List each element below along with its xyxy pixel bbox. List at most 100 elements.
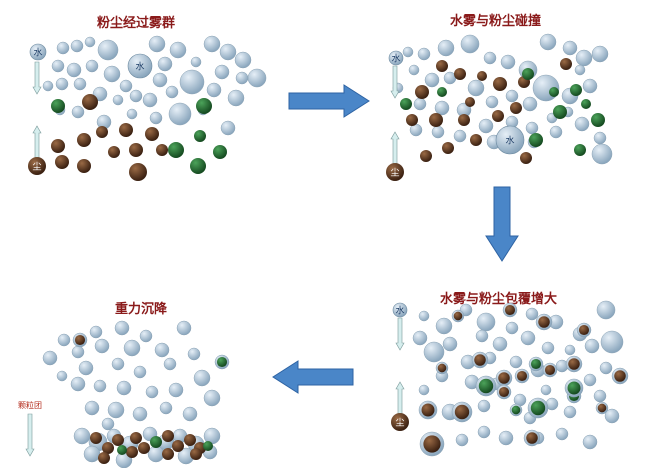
water-tag-bubble [388, 50, 404, 66]
water-droplet [435, 317, 453, 335]
dust-core-green [216, 356, 228, 368]
dust-core [423, 435, 441, 453]
dust-particle [130, 432, 142, 444]
dust-core [421, 403, 435, 417]
dust-particle-green [194, 130, 206, 142]
water-tag-center-bubble [495, 125, 525, 155]
dust-particle-green [529, 133, 543, 147]
dust-particle-green [549, 87, 559, 97]
dust-direction-arrow [390, 131, 400, 165]
water-droplet [73, 427, 91, 445]
water-droplet [179, 69, 205, 95]
dust-core [568, 358, 580, 370]
water-droplet [152, 72, 168, 88]
dust-tag: 尘 [32, 162, 41, 173]
water-droplet [522, 96, 538, 112]
dust-particle-green [190, 158, 206, 174]
water-droplet [431, 125, 445, 139]
particle-diagram [25, 320, 230, 468]
water-droplet [168, 102, 192, 126]
water-droplet [66, 62, 82, 78]
water-droplet [549, 125, 563, 139]
water-droplet [114, 320, 130, 336]
water-droplet [42, 350, 58, 366]
dust-particle [145, 127, 159, 141]
water-droplet [555, 427, 569, 441]
water-direction-arrow [32, 61, 42, 95]
water-droplet [562, 40, 578, 56]
dust-particle-green [591, 113, 605, 127]
water-droplet [148, 35, 166, 53]
water-droplet [89, 325, 103, 339]
dust-tag: 尘 [395, 418, 404, 429]
water-droplet [123, 339, 141, 357]
water-droplet [455, 433, 469, 447]
water-droplet [477, 399, 491, 413]
water-droplet [73, 77, 87, 91]
dust-particle [520, 152, 532, 164]
water-droplet [159, 401, 173, 415]
panel-mist-dust-collision: 水雾与粉尘碰撞 水水尘 [380, 0, 652, 200]
water-droplet [498, 430, 514, 446]
dust-particle-green [196, 98, 212, 114]
water-droplet [142, 92, 158, 108]
water-droplet [227, 89, 245, 107]
dust-core [597, 403, 607, 413]
water-droplet [94, 338, 110, 354]
water-droplet [417, 47, 431, 61]
dust-particle-green [213, 145, 227, 159]
water-droplet [119, 79, 133, 93]
water-droplet [437, 39, 455, 57]
dust-particle-green [203, 441, 213, 451]
dust-particle [77, 159, 91, 173]
dust-core-green [530, 358, 542, 370]
water-droplet [176, 320, 192, 336]
dust-core [614, 370, 626, 382]
water-droplet [600, 330, 624, 354]
water-droplet [163, 357, 177, 371]
dust-core-green [511, 405, 521, 415]
dust-particle [493, 77, 507, 91]
water-tag: 水 [33, 47, 42, 59]
water-droplet [408, 64, 420, 76]
water-droplet [483, 51, 497, 65]
water-droplet [78, 360, 94, 376]
dust-particle-green [574, 144, 586, 156]
water-droplet [71, 105, 85, 119]
arrow-right-icon [288, 84, 370, 118]
water-droplet [509, 355, 523, 369]
water-droplet [203, 389, 221, 407]
dust-particle-green [522, 68, 534, 80]
water-droplet [584, 338, 600, 354]
water-droplet [84, 36, 96, 48]
water-droplet [182, 406, 198, 422]
dust-particle-green [400, 98, 412, 110]
dust-core [578, 324, 590, 336]
water-droplet [56, 41, 70, 55]
dust-particle-green [117, 445, 127, 455]
water-droplet [187, 347, 201, 361]
dust-particle [162, 448, 174, 460]
dust-particle [102, 442, 114, 454]
dust-particle [112, 434, 124, 446]
water-droplet [563, 405, 577, 419]
water-droplet [133, 365, 147, 379]
water-droplet [485, 95, 499, 109]
water-droplet [418, 384, 430, 396]
water-droplet [83, 445, 101, 463]
dust-particle [55, 155, 69, 169]
water-tag: 水 [391, 53, 400, 65]
panel-title: 水雾与粉尘碰撞 [450, 14, 542, 29]
water-droplet [70, 376, 86, 392]
water-droplet [165, 85, 179, 99]
dust-core [437, 363, 447, 373]
dust-particle [51, 139, 65, 153]
dust-direction-arrow [32, 125, 42, 159]
dust-tag-bubble [391, 413, 409, 431]
particle-diagram: 水水尘 [386, 33, 613, 181]
water-droplet [591, 45, 609, 63]
water-droplet [540, 384, 552, 396]
water-droplet [111, 357, 125, 371]
dust-particle-green [150, 436, 162, 448]
dust-particle [162, 430, 174, 442]
